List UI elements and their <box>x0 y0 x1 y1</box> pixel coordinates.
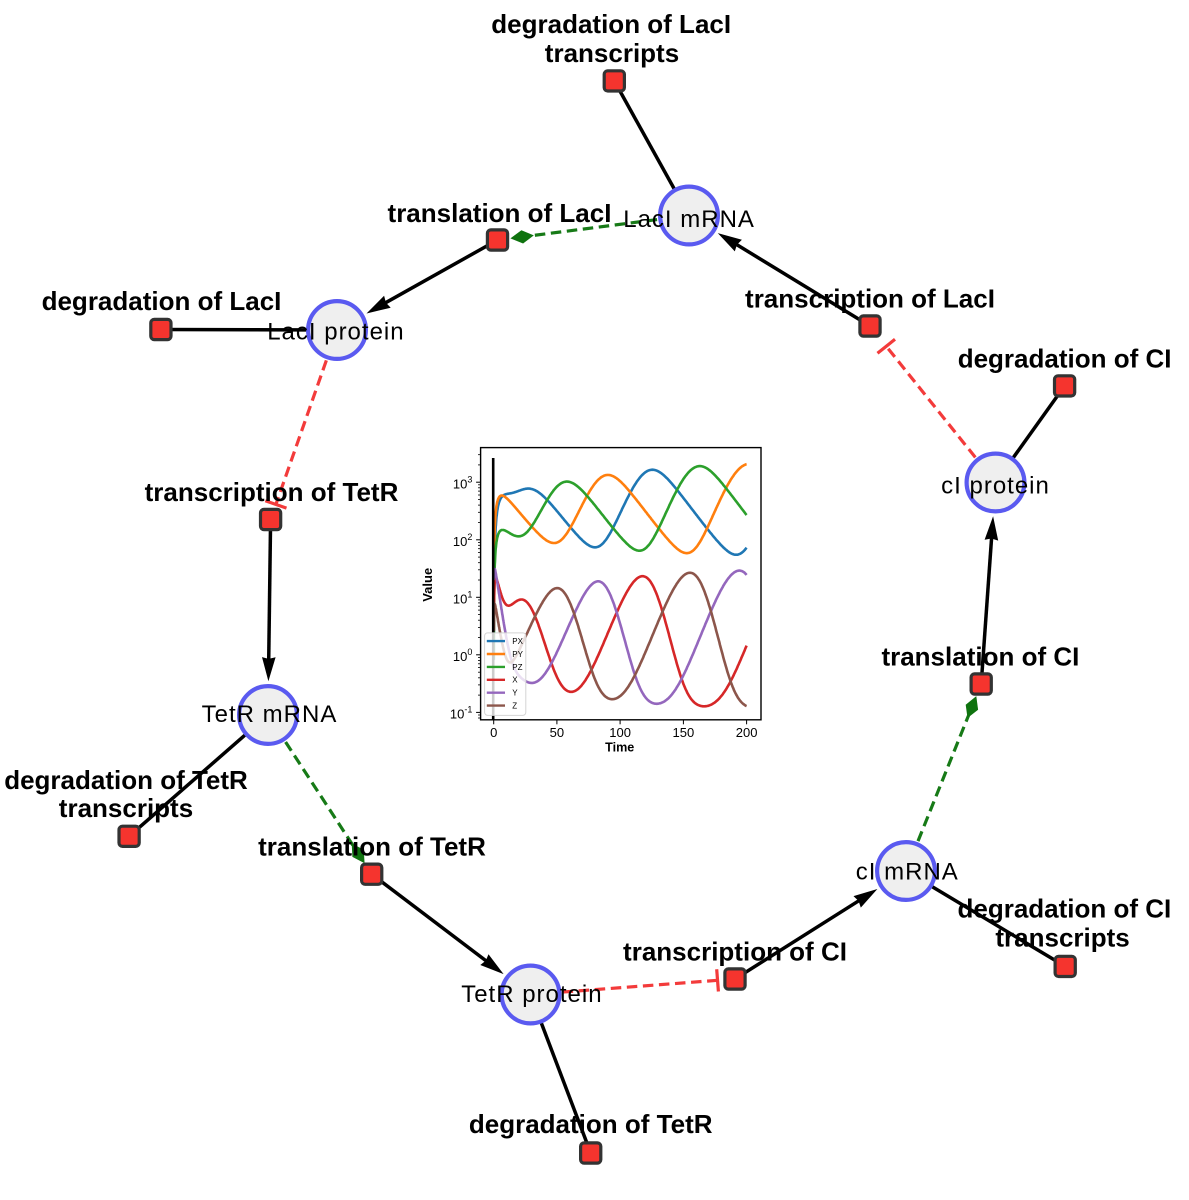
svg-text:150: 150 <box>673 725 695 740</box>
svg-text:X: X <box>512 676 518 685</box>
svg-text:TetR mRNA: TetR mRNA <box>202 701 338 728</box>
svg-text:PX: PX <box>512 637 523 646</box>
svg-text:transcripts: transcripts <box>59 793 193 823</box>
svg-text:Time: Time <box>605 740 634 754</box>
svg-text:100: 100 <box>453 647 472 664</box>
svg-text:transcription of LacI: transcription of LacI <box>745 284 995 314</box>
svg-text:100: 100 <box>609 725 631 740</box>
svg-text:PZ: PZ <box>512 663 522 672</box>
svg-text:0: 0 <box>490 725 497 740</box>
svg-text:50: 50 <box>550 725 564 740</box>
svg-text:transcription of CI: transcription of CI <box>623 937 847 967</box>
svg-text:102: 102 <box>453 532 472 549</box>
svg-text:transcripts: transcripts <box>545 38 679 68</box>
svg-text:10-1: 10-1 <box>450 705 472 722</box>
svg-text:degradation of LacI: degradation of LacI <box>491 9 731 39</box>
svg-text:transcripts: transcripts <box>995 923 1129 953</box>
svg-text:101: 101 <box>453 590 472 607</box>
svg-text:LacI mRNA: LacI mRNA <box>623 206 755 233</box>
svg-text:103: 103 <box>453 474 472 491</box>
svg-text:cI mRNA: cI mRNA <box>856 858 959 885</box>
svg-text:translation of TetR: translation of TetR <box>258 832 486 862</box>
svg-text:degradation of TetR: degradation of TetR <box>4 765 248 795</box>
svg-text:degradation of LacI: degradation of LacI <box>42 286 282 316</box>
svg-text:transcription of TetR: transcription of TetR <box>145 477 399 507</box>
svg-text:200: 200 <box>736 725 758 740</box>
svg-text:LacI protein: LacI protein <box>267 319 404 346</box>
svg-text:degradation of CI: degradation of CI <box>958 344 1172 374</box>
svg-text:Y: Y <box>512 689 518 698</box>
svg-text:degradation of TetR: degradation of TetR <box>469 1109 713 1139</box>
svg-text:translation of LacI: translation of LacI <box>388 198 612 228</box>
svg-text:translation of CI: translation of CI <box>881 642 1079 672</box>
svg-text:Value: Value <box>420 568 435 602</box>
svg-text:PY: PY <box>512 650 523 659</box>
svg-text:Z: Z <box>512 702 517 711</box>
svg-text:degradation of CI: degradation of CI <box>958 894 1172 924</box>
svg-text:TetR protein: TetR protein <box>461 981 602 1008</box>
svg-text:cI protein: cI protein <box>941 473 1050 500</box>
